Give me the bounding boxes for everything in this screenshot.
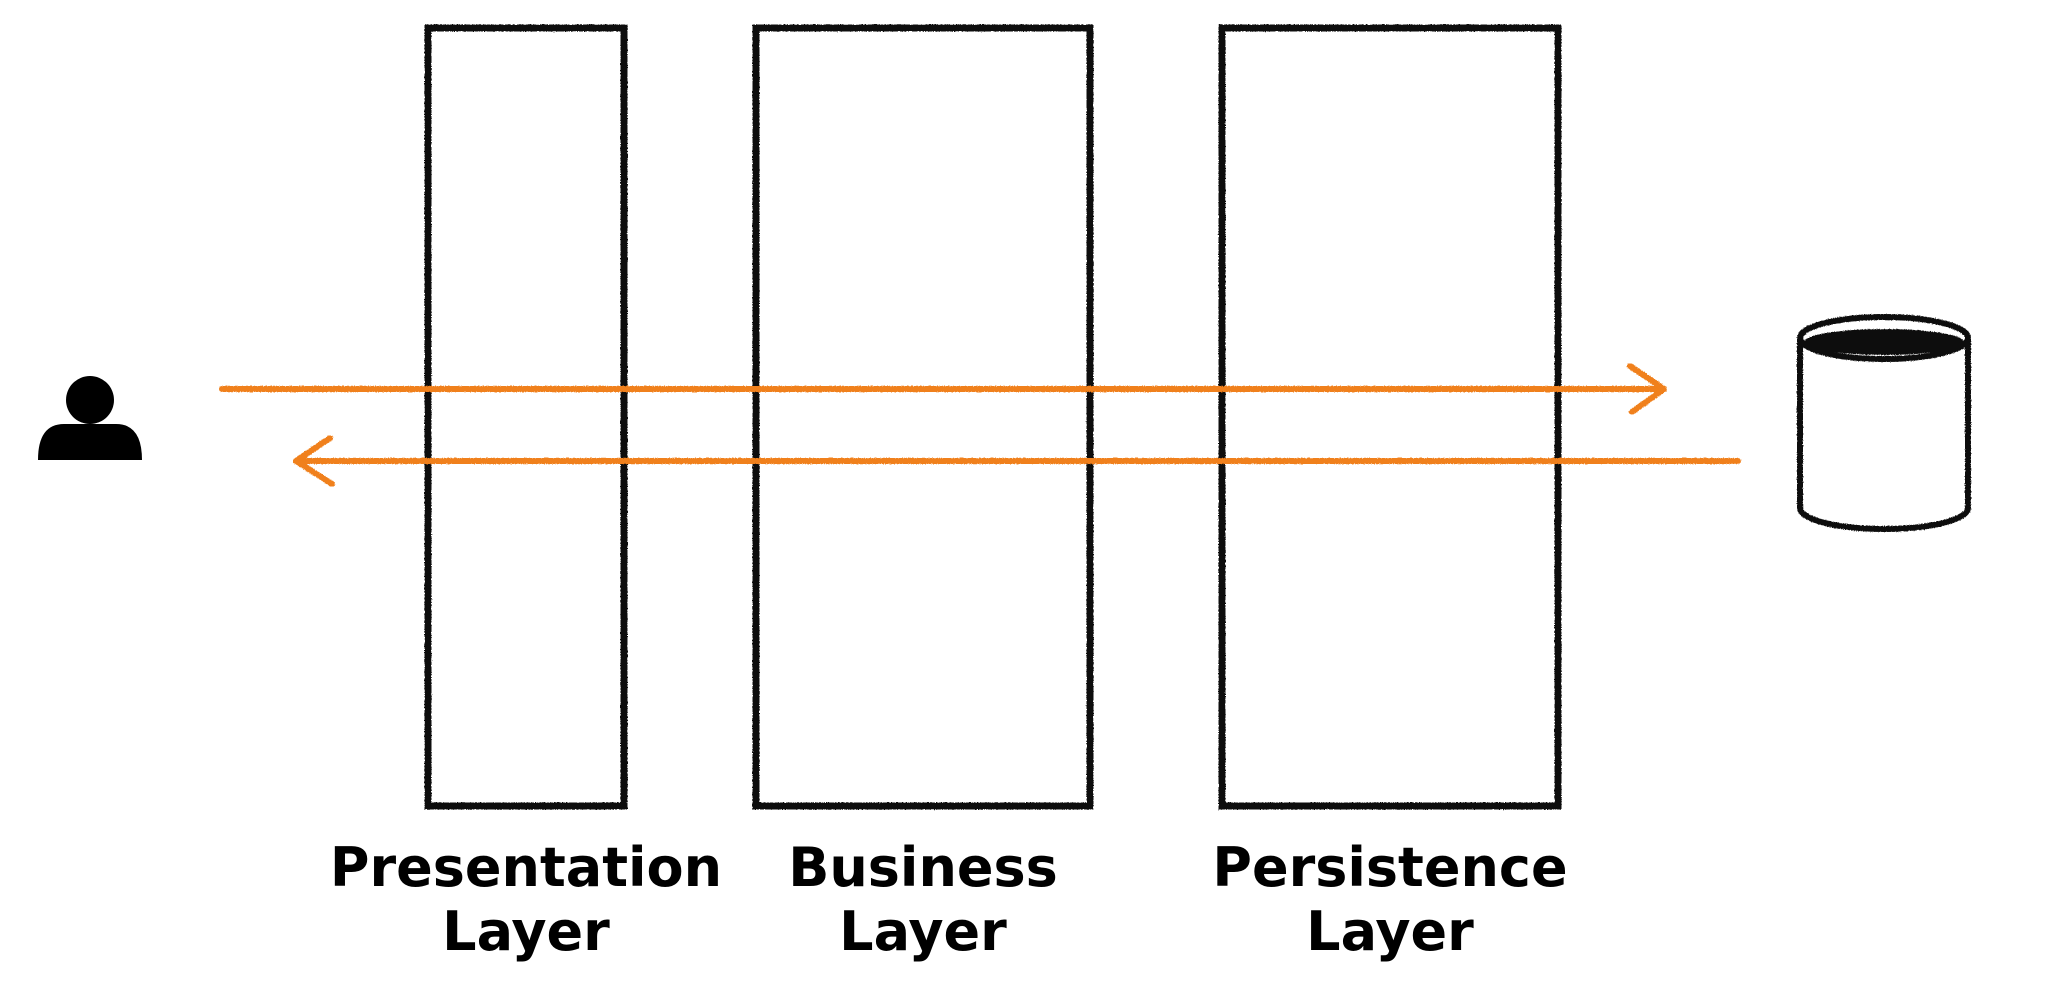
layer-box-persistence xyxy=(1218,24,1562,810)
layer-box-business xyxy=(752,24,1094,810)
user-icon xyxy=(38,376,142,460)
layer-box-presentation xyxy=(424,24,628,810)
layer-label-line2: Layer xyxy=(442,900,610,963)
layer-label-line2: Layer xyxy=(1306,900,1474,963)
layer-label-presentation: Presentation Layer xyxy=(316,836,736,964)
layer-label-line1: Business xyxy=(788,836,1058,899)
request-arrow xyxy=(219,363,1667,415)
database-icon xyxy=(1797,314,1971,532)
layer-label-line1: Persistence xyxy=(1212,836,1568,899)
layer-label-line2: Layer xyxy=(839,900,1007,963)
layer-label-business: Business Layer xyxy=(713,836,1133,964)
layer-label-line1: Presentation xyxy=(329,836,723,899)
response-arrow xyxy=(293,435,1741,487)
layer-label-persistence: Persistence Layer xyxy=(1180,836,1600,964)
